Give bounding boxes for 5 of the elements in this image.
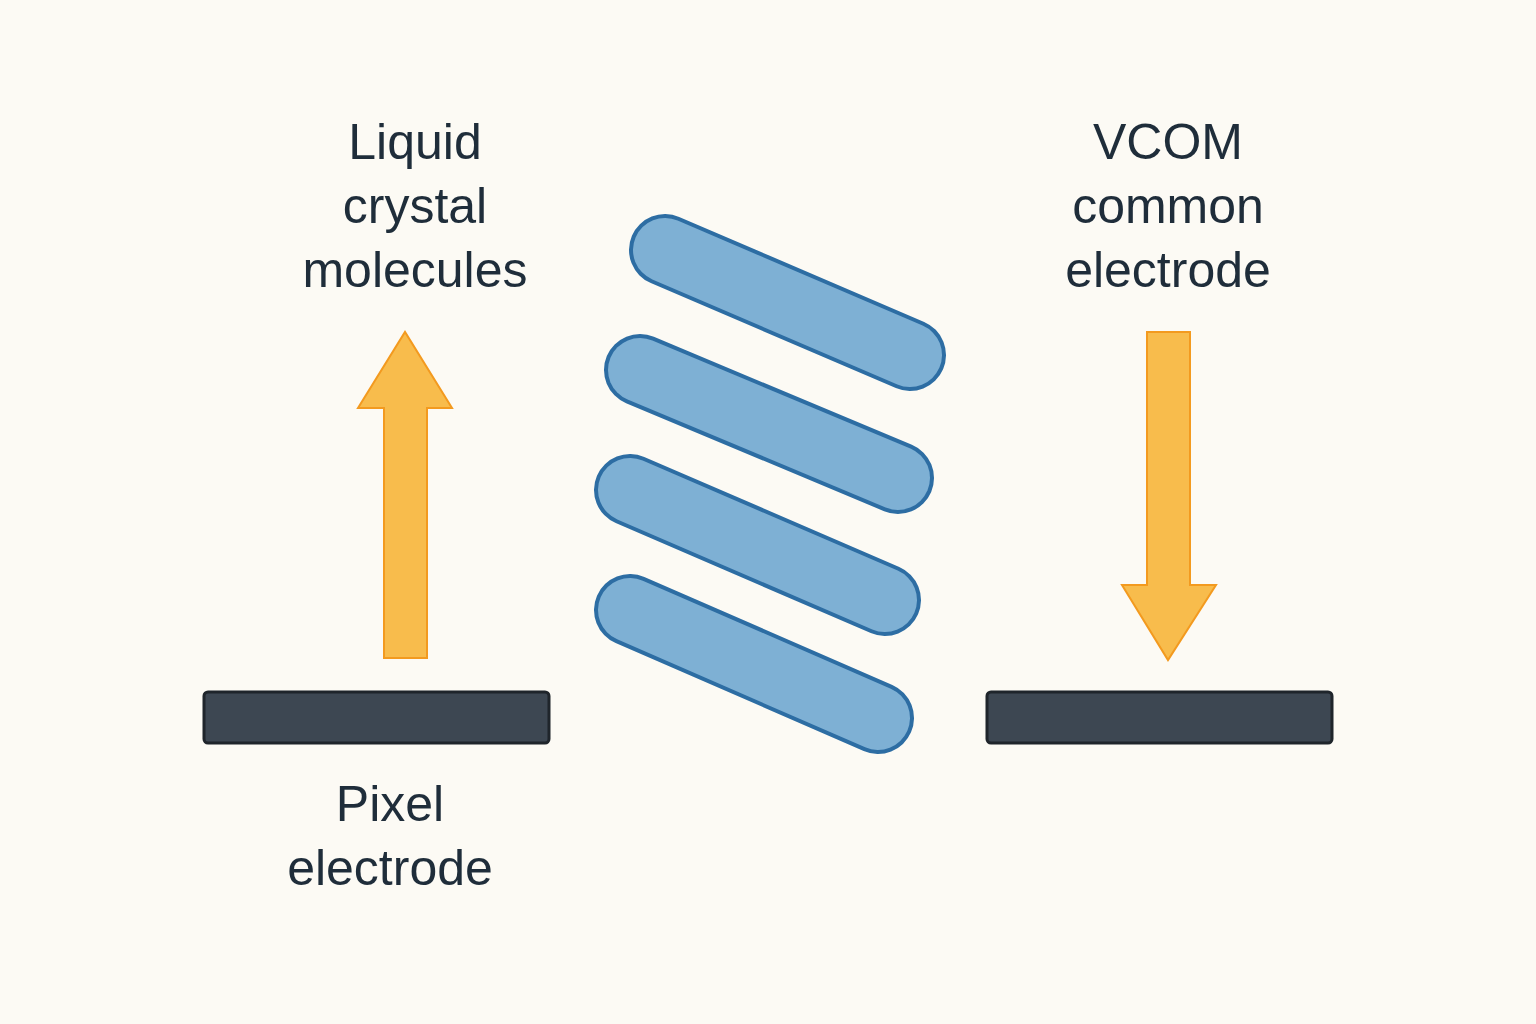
text-label: VCOM common electrode (1064, 113, 1272, 300)
text-label: Pixel electrode (286, 775, 494, 898)
text-label: Liquid crystal molecules (301, 113, 529, 300)
electrode-plate (985, 690, 1334, 745)
electrode-plate (202, 690, 551, 745)
